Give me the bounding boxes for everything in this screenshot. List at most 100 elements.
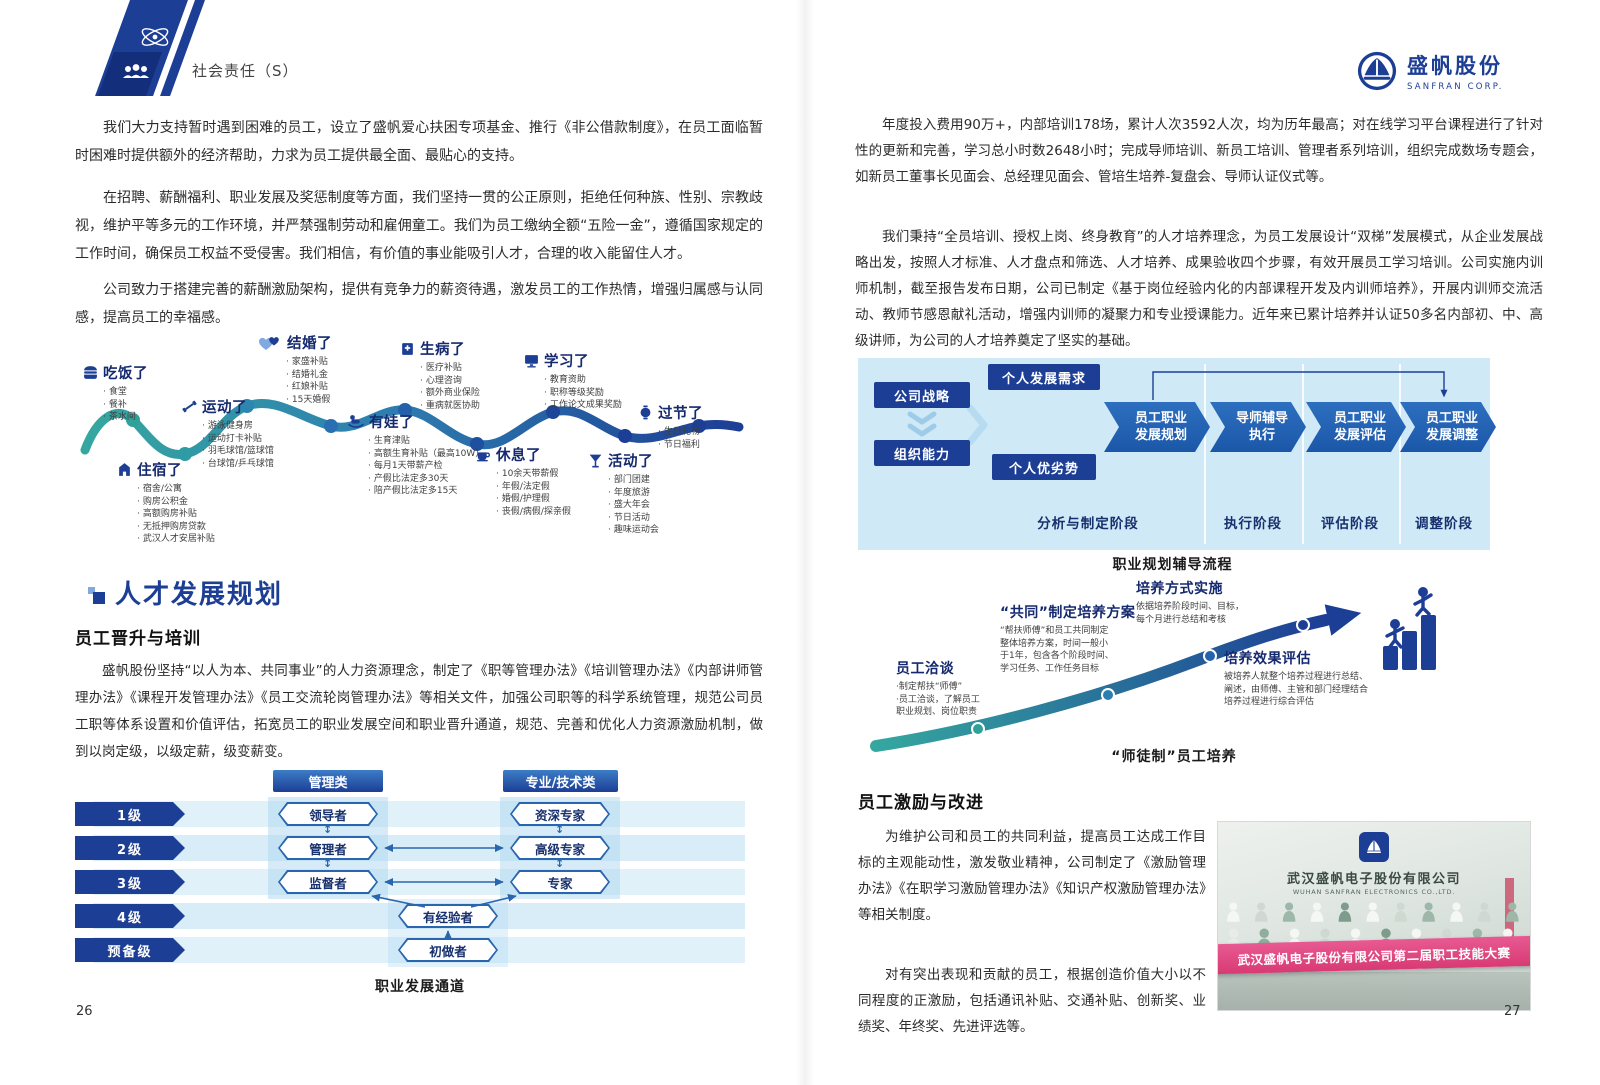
photo-floor: [1218, 972, 1530, 1010]
stage-desc: “帮扶师傅”和员工共同制定 整体培养方案，时间一般小 于1年，包含各个阶段时间、…: [1000, 626, 1114, 674]
milestone-item: 15天婚假: [286, 394, 332, 407]
stage-desc: 被培养人就整个培养过程进行总结、 阐述，由师傅、主管和部门经理结合 培养过程进行…: [1224, 672, 1369, 707]
milestone-item: 武汉人才安居补贴: [137, 533, 215, 546]
sport-icon: [182, 399, 197, 414]
stage-title: 培养效果评估: [1224, 651, 1311, 667]
milestone-title: 学习了: [544, 354, 589, 370]
milestone-title: 生病了: [420, 342, 465, 358]
brand-name: 盛帆股份: [1407, 54, 1503, 78]
milestone-item: 生日礼物: [658, 426, 703, 439]
milestone-items: 游泳健身房 运动打卡补贴 羽毛球馆/篮球馆 台球馆/乒乓球馆: [202, 420, 274, 470]
page-number-left: 26: [76, 1004, 93, 1019]
atom-icon: [141, 28, 169, 46]
phase-evaluation: 评估阶段: [1321, 516, 1379, 532]
journey-milestone-rest: 休息了 10余天带薪假 年假/法定假 婚假/护理假 丧假/病假/探亲假: [476, 444, 571, 518]
milestone-title: 休息了: [496, 448, 541, 464]
milestone-item: 食堂: [103, 386, 148, 399]
section-marker-icon: [88, 587, 105, 604]
journey-milestone-baby: 有娃了 生育津贴 高额生育补贴（最高10W） 每月1天带薪产检 产假比法定多30…: [348, 411, 484, 498]
milestone-item: 工作论文成果奖励: [544, 399, 622, 412]
people-icon: [123, 64, 149, 78]
updown-arrow-icon: ↕: [555, 823, 565, 836]
milestone-item: 家盛补贴: [286, 356, 332, 369]
milestone-item: 高额购房补贴: [137, 508, 215, 521]
stage-desc: 依据培养阶段时间、目标， 每个月进行总结和考核: [1136, 602, 1245, 625]
updown-arrow-icon: ↕: [323, 823, 333, 836]
section-label: 社会责任（S）: [192, 62, 299, 80]
milestone-item: 部门团建: [608, 474, 659, 487]
photo-wall-text-en: WUHAN SANFRAN ELECTRONICS CO.,LTD.: [1292, 888, 1456, 896]
journey-milestone-meal: 吃饭了 食堂 餐补 茶水间: [83, 362, 148, 424]
benefits-journey-infographic: 吃饭了 食堂 餐补 茶水间 运动了 游泳健身房 运动打卡补贴 羽毛球馆/篮球馆 …: [75, 332, 775, 570]
page-number-right: 27: [1504, 1004, 1521, 1019]
milestone-items: 10余天带薪假 年假/法定假 婚假/护理假 丧假/病假/探亲假: [496, 468, 571, 518]
milestone-title: 活动了: [608, 454, 653, 470]
meal-icon: [83, 365, 98, 380]
page-gutter: [796, 0, 814, 1085]
level-band: [93, 801, 745, 827]
milestone-item: 生育津贴: [368, 435, 484, 448]
milestone-item: 节日活动: [608, 512, 659, 525]
career-diagram-caption: 职业发展通道: [375, 979, 465, 995]
subsection-incentive: 员工激励与改进: [858, 793, 984, 813]
brand-subtitle: SANFRAN CORP.: [1407, 82, 1504, 92]
role-experienced: 有经验者: [398, 904, 498, 928]
step-career-adjustment: 员工职业 发展调整: [1400, 402, 1496, 452]
activity-icon: [588, 453, 603, 468]
career-path-diagram: 管理类 专业/技术类 1级 2级 3级 4级 预备级 领导者 管理者 监督者 资…: [75, 770, 765, 1000]
baby-icon: [348, 414, 364, 429]
milestone-item: 宿舍/公寓: [137, 483, 215, 496]
section-title: 人才发展规划: [115, 580, 284, 610]
mentor-stage-implementation: 培养方式实施 依据培养阶段时间、目标， 每个月进行总结和考核: [1136, 578, 1244, 626]
level-arrow-4: 4级: [75, 904, 185, 928]
paragraph-support-fund: 我们大力支持暂时遇到困难的员工，设立了盛帆爱心扶困专项基金、推行《非公借款制度》…: [75, 120, 763, 164]
role-expert: 专家: [510, 870, 610, 894]
mentor-diagram-caption: “师徒制”员工培养: [1111, 749, 1237, 765]
journey-milestone-sick: 生病了 医疗补贴 心理咨询 额外商业保险 重病就医协助: [400, 338, 480, 412]
festival-icon: [638, 405, 653, 420]
input-company-strategy: 公司战略: [874, 382, 970, 408]
level-arrow-3: 3级: [75, 870, 185, 894]
milestone-item: 产假比法定多30天: [368, 473, 484, 486]
role-leader: 领导者: [278, 802, 378, 826]
journey-milestone-sport: 运动了 游泳健身房 运动打卡补贴 羽毛球馆/篮球馆 台球馆/乒乓球馆: [182, 396, 274, 470]
mentor-stage-evaluation: 培养效果评估 被培养人就整个培养过程进行总结、 阐述，由师傅、主管和部门经理结合…: [1224, 648, 1368, 709]
role-manager: 管理者: [278, 836, 378, 860]
milestone-item: 年度旅游: [608, 487, 659, 500]
milestone-item: 盛大年会: [608, 499, 659, 512]
milestone-item: 丧假/病假/探亲假: [496, 506, 571, 519]
mentor-stage-interview: 员工洽谈 ·制定帮扶“师傅” ·员工洽谈，了解员工 职业规划、岗位职责: [896, 658, 980, 719]
input-org-capability: 组织能力: [874, 440, 970, 466]
milestone-item: 羽毛球馆/篮球馆: [202, 445, 274, 458]
career-connector-arrows: [371, 844, 517, 939]
milestone-item: 台球馆/乒乓球馆: [202, 458, 274, 471]
milestone-item: 医疗补贴: [420, 362, 480, 375]
study-icon: [524, 353, 539, 368]
phase-analysis: 分析与制定阶段: [1037, 516, 1139, 532]
phase-divider: [1302, 364, 1304, 544]
milestone-items: 家盛补贴 结婚礼金 红娘补贴 15天婚假: [286, 356, 332, 406]
sanfran-logo-icon: [1357, 51, 1397, 91]
milestone-title: 住宿了: [137, 463, 182, 479]
journey-milestone-study: 学习了 教育资助 职称等级奖励 工作论文成果奖励: [524, 350, 622, 412]
paragraph-incentive-rewards: 对有突出表现和贡献的员工，根据创造价值大小以不同程度的正激励，包括通讯补贴、交通…: [858, 967, 1206, 1035]
milestone-item: 餐补: [103, 399, 148, 412]
milestone-item: 陪产假比法定多15天: [368, 485, 484, 498]
milestone-title: 过节了: [658, 406, 703, 422]
brand-logo: 盛帆股份 SANFRAN CORP.: [1356, 50, 1504, 92]
input-personal-strengths: 个人优劣势: [992, 454, 1096, 480]
milestone-items: 部门团建 年度旅游 盛大年会 节日活动 趣味运动会: [608, 474, 659, 537]
housing-icon: [117, 462, 132, 477]
journey-milestone-activity: 活动了 部门团建 年度旅游 盛大年会 节日活动 趣味运动会: [588, 450, 659, 537]
step-mentor-execution: 导师辅导 执行: [1210, 402, 1306, 452]
milestone-item: 每月1天带薪产检: [368, 460, 484, 473]
stage-title: 培养方式实施: [1136, 581, 1223, 597]
milestone-items: 生日礼物 节日福利: [658, 426, 703, 451]
milestone-item: 10余天带薪假: [496, 468, 571, 481]
milestone-items: 医疗补贴 心理咨询 额外商业保险 重病就医协助: [420, 362, 480, 412]
milestone-item: 茶水间: [103, 411, 148, 424]
mentor-growth-arrow: [870, 587, 1436, 752]
rest-icon: [476, 447, 491, 462]
milestone-title: 结婚了: [287, 336, 332, 352]
milestone-item: 婚假/护理假: [496, 493, 571, 506]
